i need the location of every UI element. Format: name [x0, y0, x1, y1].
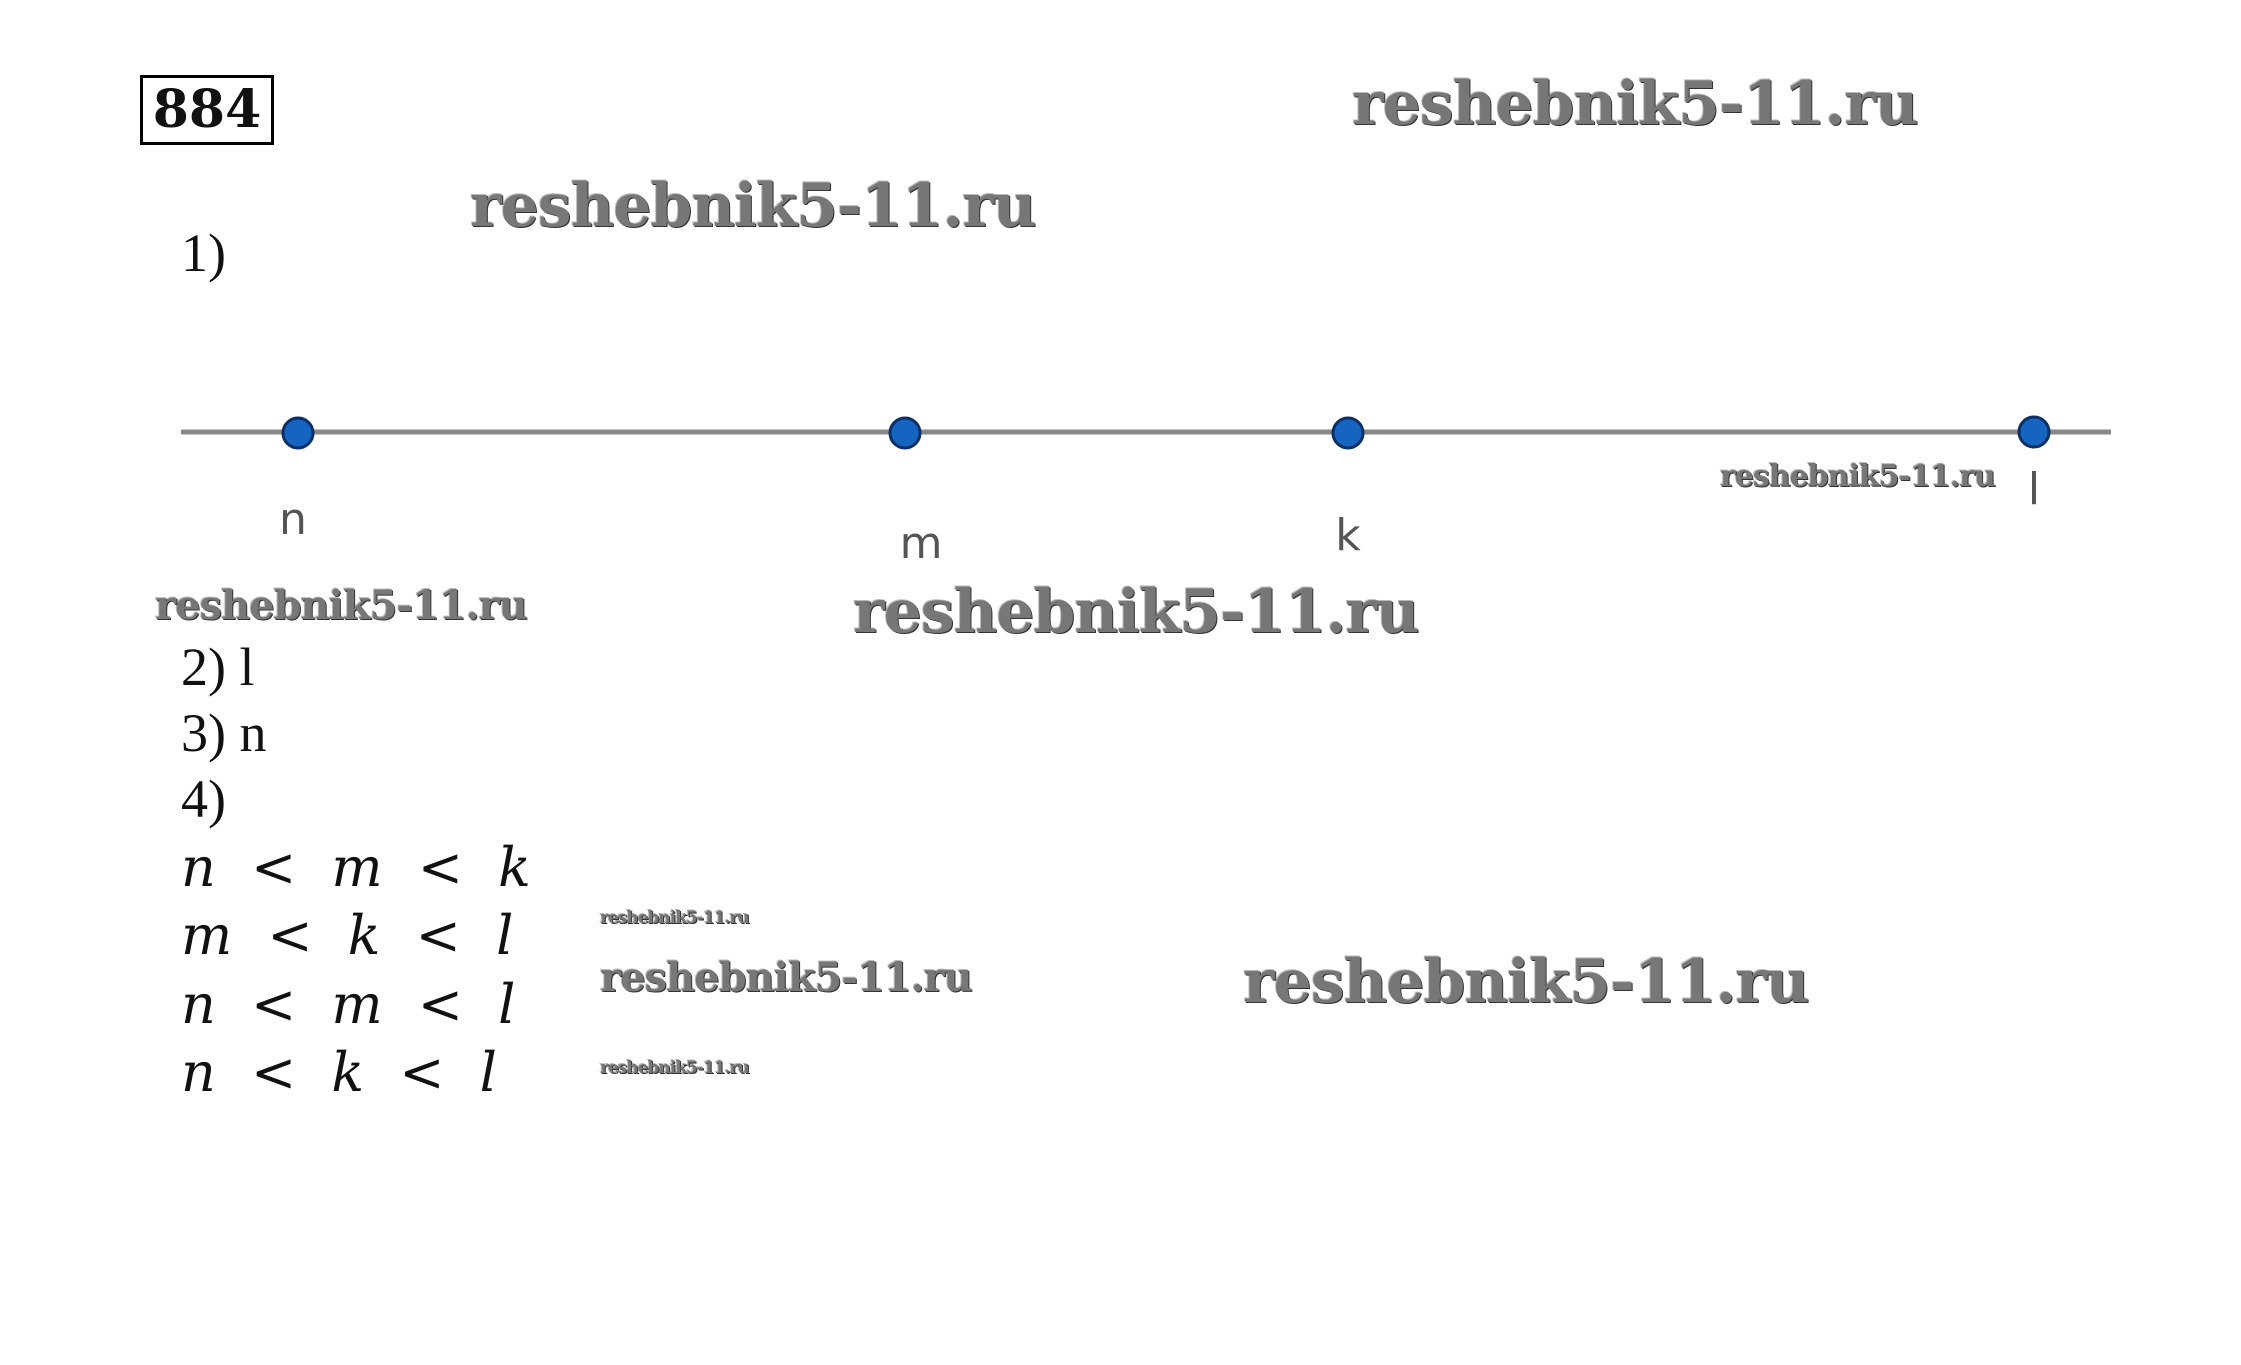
inequality: n < m < l: [181, 973, 516, 1036]
inequality: m < k < l: [181, 904, 514, 967]
point-label-l: l: [2027, 464, 2041, 515]
point-k: [1331, 416, 1365, 450]
point-n: [281, 416, 315, 450]
watermark: reshebnik5-11.ru: [470, 171, 1037, 241]
part-1-label: 1): [181, 223, 226, 283]
answer-2: 2) l: [181, 637, 255, 697]
problem-number: 884: [140, 75, 274, 145]
point-l: [2017, 415, 2051, 449]
point-label-k: k: [1335, 510, 1361, 561]
watermark: reshebnik5-11.ru: [1720, 459, 1996, 494]
watermark: reshebnik5-11.ru: [600, 1058, 750, 1078]
watermark: reshebnik5-11.ru: [600, 908, 750, 928]
watermark: reshebnik5-11.ru: [1352, 69, 1919, 139]
watermark: reshebnik5-11.ru: [853, 577, 1420, 647]
answer-3: 3) n: [181, 703, 267, 763]
watermark: reshebnik5-11.ru: [600, 954, 973, 1001]
inequality: n < m < k: [181, 836, 531, 899]
point-label-m: m: [899, 518, 943, 569]
point-m: [888, 416, 922, 450]
watermark: reshebnik5-11.ru: [155, 582, 528, 629]
inequality: n < k < l: [181, 1041, 497, 1104]
point-label-n: n: [279, 494, 307, 545]
answer-4: 4): [181, 769, 226, 829]
watermark: reshebnik5-11.ru: [1243, 947, 1810, 1017]
